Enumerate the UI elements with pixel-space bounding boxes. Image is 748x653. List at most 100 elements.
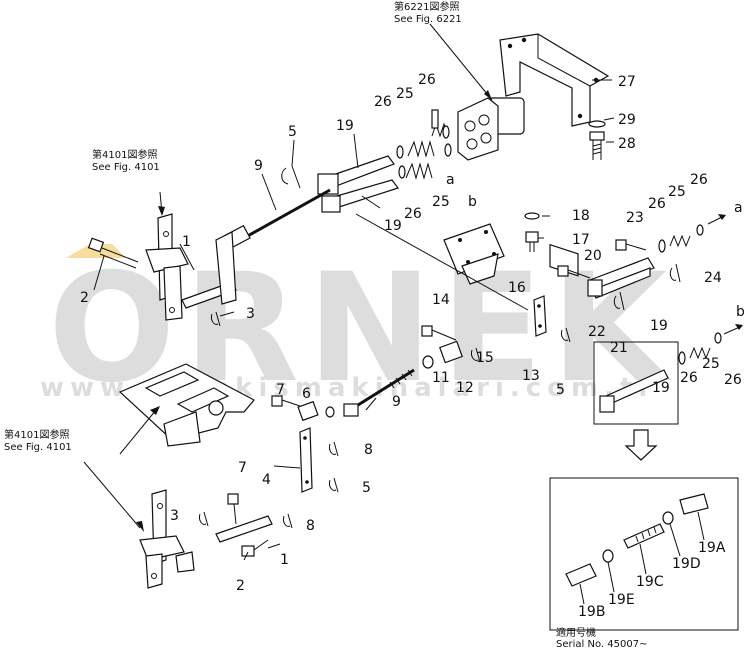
pin-23: [615, 239, 647, 251]
inset-callouts: 19A 19D 19C 19E 19B: [578, 511, 726, 620]
cotter-pin-5-top: [281, 165, 301, 189]
callout-2b: 2: [236, 578, 245, 594]
callout-1a: 1: [182, 234, 191, 250]
bracket-13: [533, 295, 547, 337]
inset-callout-19C: 19C: [636, 574, 664, 590]
plate-16: [443, 223, 505, 285]
callout-19a: 19: [336, 118, 354, 134]
cotter-pin-8-bottom: [283, 513, 293, 529]
callout-23: 23: [626, 210, 644, 226]
callout-5b: 5: [556, 382, 565, 398]
callout-5c: 5: [362, 480, 371, 496]
inset-callout-19D: 19D: [672, 556, 701, 572]
callout-9b: 9: [392, 394, 401, 410]
callout-5a: 5: [288, 124, 297, 140]
callout-3b: 3: [170, 508, 179, 524]
block-12: [439, 340, 463, 364]
cotter-pin-3-top: [211, 311, 221, 327]
callout-14: 14: [432, 292, 450, 308]
callout-a2: a: [734, 200, 743, 216]
spring-group-lower-right: [678, 324, 743, 365]
callout-25c: 25: [668, 184, 686, 200]
part-callouts: 1 2 3 5 9 19 19 26 25 26 26 25 27 29 28 …: [80, 72, 745, 594]
down-arrow: [624, 429, 658, 461]
callout-7b: 7: [238, 460, 247, 476]
rod-9-mid: [343, 368, 415, 417]
ref-fig4101b-en: See Fig. 4101: [4, 442, 72, 453]
lever-assembly-top: [145, 213, 237, 321]
callout-b: b: [468, 194, 477, 210]
callout-8b: 8: [306, 518, 315, 534]
cotter-pin-22: [613, 291, 625, 311]
inset-callout-19B: 19B: [578, 604, 605, 620]
lever-4: [299, 427, 313, 493]
ref-fig6221-jp: 第6221図参照: [394, 0, 459, 13]
serial-en: Serial No. 45007~: [556, 639, 647, 649]
inset-19-breakdown: [549, 477, 739, 631]
callout-4: 4: [262, 472, 271, 488]
cotter-pin-5-bottom: [329, 477, 339, 493]
bolt-14: [421, 325, 457, 341]
callout-19c: 19: [650, 318, 668, 334]
callout-2a: 2: [80, 290, 89, 306]
callout-9a: 9: [254, 158, 263, 174]
inset-callout-19A: 19A: [698, 540, 726, 556]
callout-26c: 26: [404, 206, 422, 222]
callout-7a: 7: [276, 382, 285, 398]
watermark-accent: [66, 244, 126, 258]
callout-12: 12: [456, 380, 474, 396]
callout-a: a: [446, 172, 455, 188]
callout-22: 22: [588, 324, 606, 340]
callout-26a: 26: [374, 94, 392, 110]
callout-26f: 26: [724, 372, 742, 388]
callout-13: 13: [522, 368, 540, 384]
rod-19-right: [587, 257, 655, 299]
rod-19-top: [317, 155, 399, 213]
callout-24: 24: [704, 270, 722, 286]
pilot-valve: [457, 97, 525, 161]
bolt-28: [588, 120, 606, 160]
rod-19-box: [593, 341, 679, 425]
cotter-pin-3-bottom: [199, 511, 209, 527]
callout-3a: 3: [246, 306, 255, 322]
callout-6: 6: [302, 386, 311, 402]
ref-fig4101a-jp: 第4101図参照: [92, 148, 157, 161]
bracket-27: [499, 33, 610, 277]
callout-15: 15: [476, 350, 494, 366]
leader-diagonal: [355, 213, 529, 311]
nut-bottom: [325, 406, 335, 418]
callout-27: 27: [618, 74, 636, 90]
ref-fig4101b-jp: 第4101図参照: [4, 428, 69, 441]
block-6: [297, 400, 319, 422]
leader-lines: [83, 79, 615, 561]
callout-26g: 26: [680, 370, 698, 386]
pin-20: [557, 265, 591, 279]
callout-26b: 26: [418, 72, 436, 88]
inset-callout-19E: 19E: [608, 592, 635, 608]
callout-21: 21: [610, 340, 628, 356]
pedal-plate: [118, 363, 255, 447]
callout-19b: 19: [384, 218, 402, 234]
callout-16: 16: [508, 280, 526, 296]
cotter-pin-24: [669, 263, 681, 283]
rod-1-bottom: [215, 515, 273, 543]
ref-fig4101a-en: See Fig. 4101: [92, 162, 160, 173]
callout-26e: 26: [690, 172, 708, 188]
callout-20: 20: [584, 248, 602, 264]
callout-18: 18: [572, 208, 590, 224]
spring-group-right: [658, 214, 726, 253]
bolt-7-bottom: [227, 493, 239, 525]
callout-25a: 25: [396, 86, 414, 102]
cotter-pin-15: [471, 347, 481, 363]
bolt-2-bottom: [241, 539, 269, 557]
callout-11: 11: [432, 370, 450, 386]
cotter-pin-8-top: [329, 441, 339, 457]
callout-b2: b: [736, 304, 745, 320]
callout-19d: 19: [652, 380, 670, 396]
callout-29: 29: [618, 112, 636, 128]
serial-jp: 適用号機: [556, 626, 596, 639]
bolt-17: [524, 212, 540, 252]
nut-11: [422, 355, 434, 369]
callout-26d: 26: [648, 196, 666, 212]
